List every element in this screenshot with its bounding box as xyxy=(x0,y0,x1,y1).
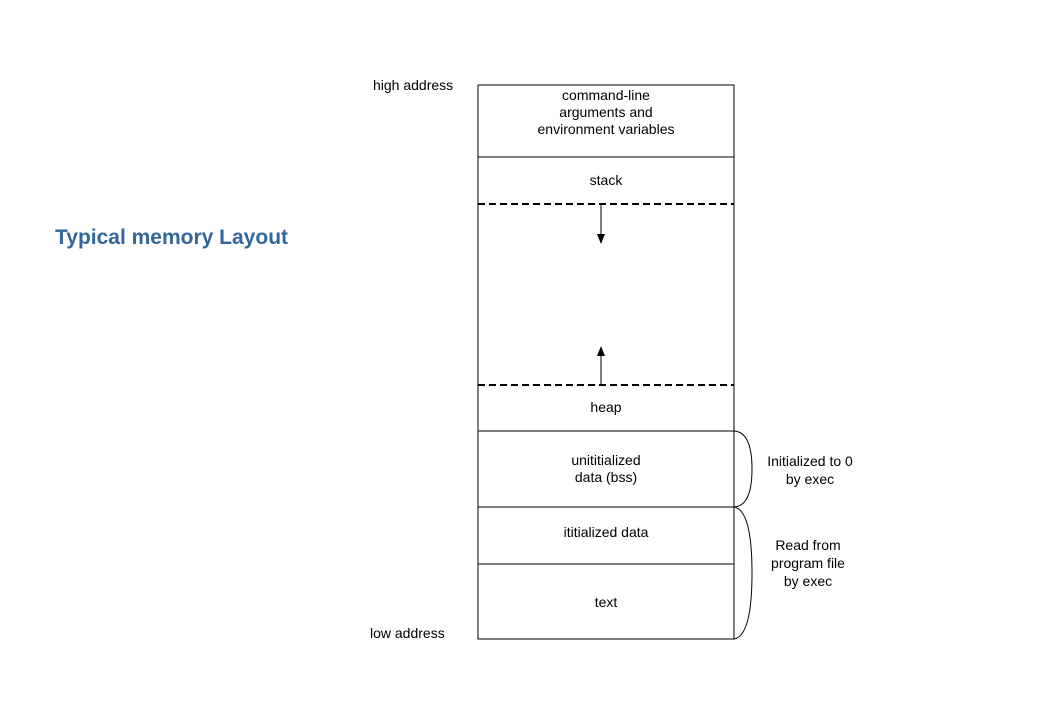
segment-bss-line1: unititialized xyxy=(571,452,641,468)
segment-bss-line2: data (bss) xyxy=(574,469,638,485)
program-file-brace xyxy=(733,506,753,640)
note-program-file-line2: program file xyxy=(771,555,845,571)
segment-command-line-line1: command-line xyxy=(562,87,650,103)
stack-arrowhead xyxy=(597,234,605,244)
note-program-file-line3: by exec xyxy=(783,573,833,589)
bss-brace xyxy=(733,430,753,508)
note-program-file: Read from program file by exec xyxy=(758,536,858,590)
heap-arrowhead xyxy=(597,346,605,356)
segment-stack: stack xyxy=(589,172,623,188)
note-bss-line1: Initialized to 0 xyxy=(767,453,853,469)
note-program-file-line1: Read from xyxy=(775,537,841,553)
segment-initialized-data: ititialized data xyxy=(563,524,649,540)
segment-heap: heap xyxy=(590,399,622,415)
segment-command-line: command-line arguments and environment v… xyxy=(478,87,734,138)
low-address-label: low address xyxy=(370,625,445,641)
segment-command-line-line2: arguments and xyxy=(559,104,653,120)
segment-bss: unititialized data (bss) xyxy=(478,452,734,486)
diagram-title: Typical memory Layout xyxy=(55,226,289,249)
segment-text: text xyxy=(594,594,618,610)
high-address-label: high address xyxy=(373,77,454,93)
note-bss-line2: by exec xyxy=(785,471,835,487)
note-bss: Initialized to 0 by exec xyxy=(758,452,862,488)
memory-column-outline xyxy=(477,84,735,640)
segment-command-line-line3: environment variables xyxy=(537,121,675,137)
